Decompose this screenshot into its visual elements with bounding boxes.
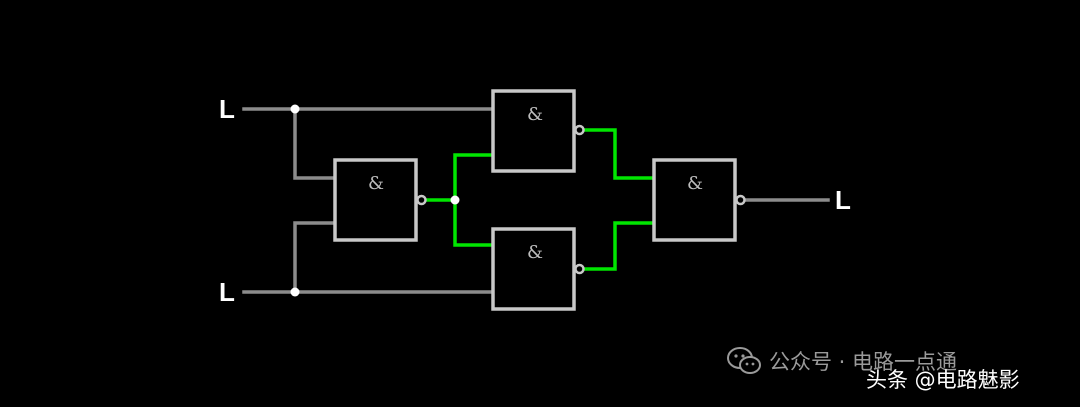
gate1-symbol: & [368,173,384,194]
wire-gate1-to-gate2 [453,153,495,202]
nand-gate-2: & [491,89,585,173]
gate4-body [652,158,737,242]
input-b-label: L [219,277,235,307]
gate4-symbol: & [687,173,703,194]
low-wires [242,107,830,294]
wire-gate1-to-gate3 [453,198,495,247]
wechat-watermark-text: 公众号 · 电路一点通 [769,350,958,374]
gate3-symbol: & [527,242,543,263]
wire-input-a-to-gate1 [293,107,337,180]
wire-gate2-to-gate4 [583,128,656,180]
gate2-symbol: & [527,104,543,125]
wire-input-b-to-gate1 [293,221,337,294]
gate3-body [491,227,576,311]
high-wires [425,128,656,271]
nand-gate-4: & [652,158,746,242]
gate3-inversion-bubble [574,263,585,275]
junction-dot-input-b [290,287,300,297]
output-label: L [835,185,851,215]
nand-gate-3: & [491,227,585,311]
input-a-label: L [219,94,235,124]
toutiao-watermark: 头条 @电路魅影 [866,364,1020,394]
junction-dot-gate1-out [450,195,460,205]
toutiao-watermark-text: 头条 @电路魅影 [866,368,1020,392]
gate1-body [333,158,418,242]
gate2-inversion-bubble [574,124,585,136]
wechat-watermark: 公众号 · 电路一点通 [727,346,957,376]
gate1-inversion-bubble [416,194,427,206]
wechat-icon [727,347,761,374]
nand-gate-1: & [333,158,427,242]
gate4-inversion-bubble [735,194,746,206]
junction-dot-input-a [290,104,300,114]
wire-gate3-to-gate4 [583,221,656,271]
gate2-body [491,89,576,173]
